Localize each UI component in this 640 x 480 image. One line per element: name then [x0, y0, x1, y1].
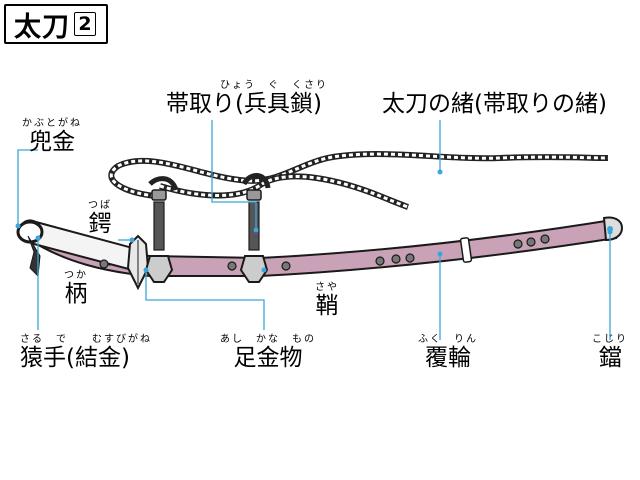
label-tachinoo: 太刀の緒(帯取りの緒): [382, 91, 607, 117]
label-kojiri: こじり 鐺: [592, 334, 628, 371]
title-number: 2: [74, 12, 96, 36]
title-text: 太刀: [14, 11, 70, 43]
sword-cord: [108, 151, 609, 210]
title-box: 太刀 2: [4, 4, 108, 44]
label-obitori: ひょう ぐ くさり 帯取り(兵具鎖): [166, 80, 328, 117]
label-kabutogane: かぶとがね 兜金: [22, 118, 82, 155]
ashi-kanamono-front: [144, 189, 174, 283]
leader-dots: [15, 169, 613, 273]
tsuba: [126, 234, 150, 291]
label-saya: さや 鞘: [315, 282, 339, 319]
label-tsuba: つば 鍔: [88, 200, 112, 237]
leader-lines: [17, 120, 611, 340]
ashi-kanamono-back: [239, 189, 269, 283]
label-fukurin: ふく りん 覆輪: [418, 334, 478, 371]
label-tsuka: つか 柄: [64, 270, 88, 307]
label-ashikanamono: あし かな もの 足金物: [220, 334, 316, 371]
hilt: [16, 219, 141, 278]
label-saru: さる で むすびがね 猿手(結金): [20, 334, 152, 371]
